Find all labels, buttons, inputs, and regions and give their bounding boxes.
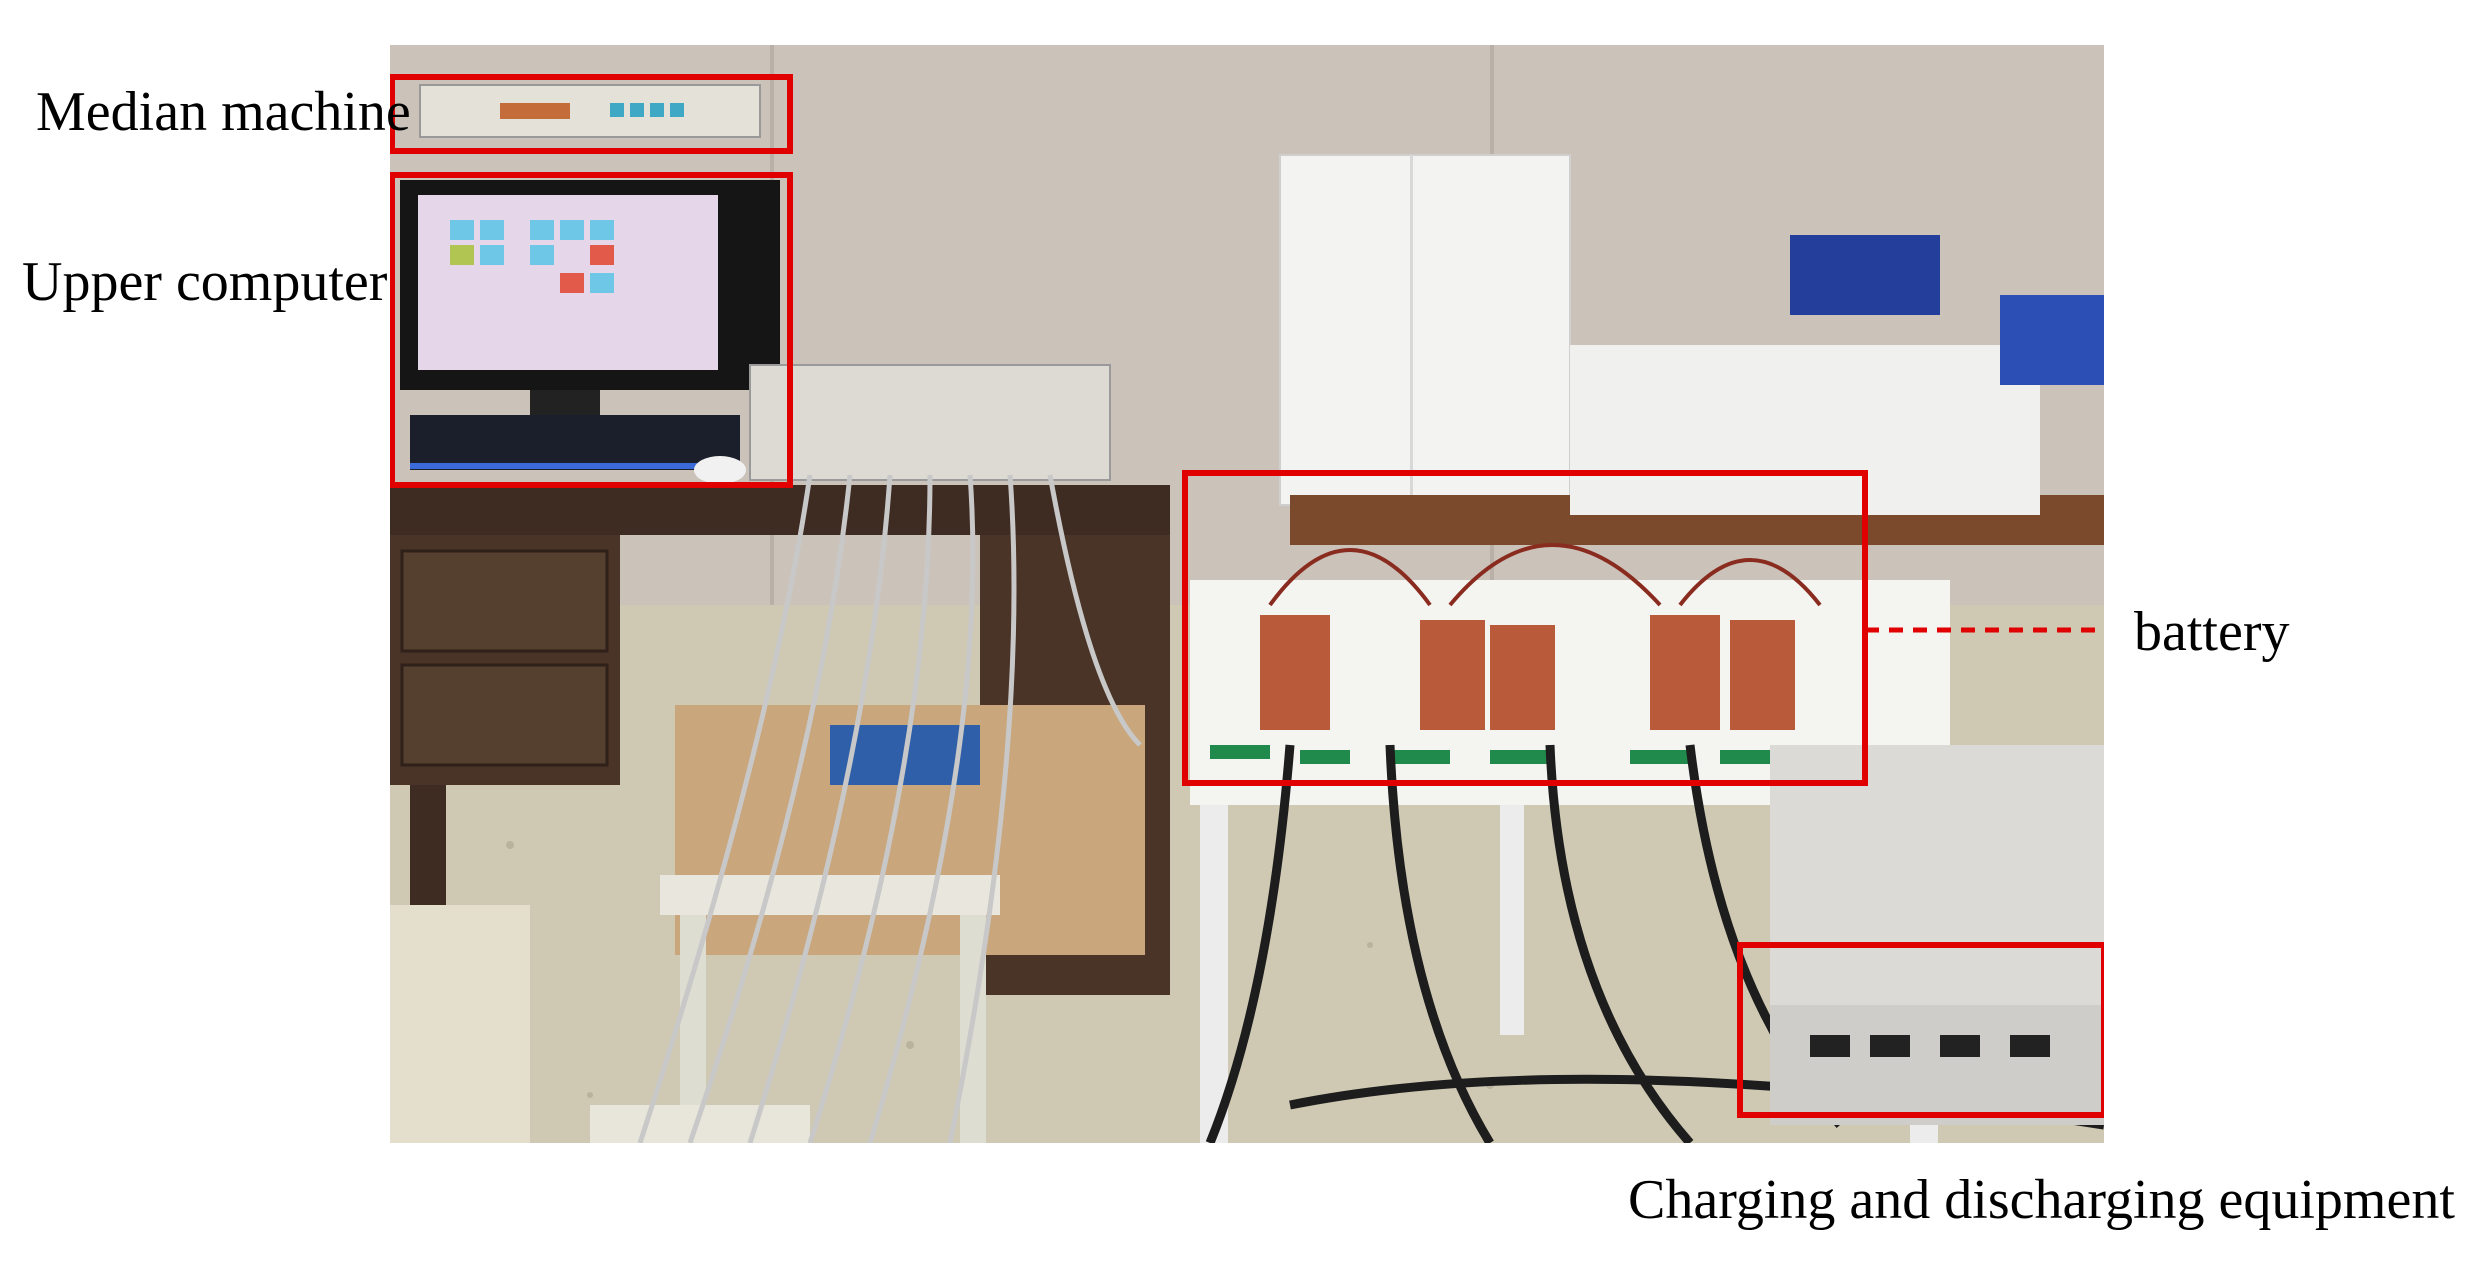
thermal-chamber xyxy=(1279,154,1571,506)
test-leads xyxy=(637,474,1142,1143)
median-machine-button xyxy=(630,103,644,117)
blue-case xyxy=(2000,295,2104,385)
desk-drawer xyxy=(400,549,609,653)
green-tape xyxy=(1210,745,1780,764)
median-machine-button xyxy=(610,103,624,117)
battery-cells xyxy=(1260,615,1795,730)
charging-channel-ports xyxy=(1810,1035,2050,1057)
channel-module xyxy=(749,364,1111,481)
battery-wires xyxy=(1268,543,1822,607)
median-machine-label: Median machine xyxy=(36,81,411,143)
desk-leg xyxy=(410,785,446,925)
chamber-door-seam xyxy=(1410,155,1413,505)
desk-drawer xyxy=(400,663,609,767)
desk-top xyxy=(390,485,1170,535)
blue-case xyxy=(1790,235,1940,315)
charging-cabinet xyxy=(1770,745,2104,1005)
median-machine-button xyxy=(670,103,684,117)
table-leg xyxy=(1200,805,1228,1143)
upper-computer-highlight-box xyxy=(390,172,793,488)
foam-wrap xyxy=(1570,345,2040,515)
mouse xyxy=(694,456,746,484)
chair xyxy=(390,905,530,1143)
median-machine-highlight-box xyxy=(390,74,793,154)
median-machine-device xyxy=(419,84,761,138)
charging-equipment-label: Charging and discharging equipment xyxy=(1628,1169,2455,1231)
keyboard xyxy=(410,415,740,470)
upper-computer-label: Upper computer xyxy=(22,251,388,313)
charging-front-panel xyxy=(1770,1005,2104,1125)
screen-tiles xyxy=(450,220,614,293)
table-leg xyxy=(1500,805,1524,1035)
median-machine-button xyxy=(650,103,664,117)
battery-label: battery xyxy=(2134,601,2290,663)
charging-equipment-highlight-box xyxy=(1737,942,2104,1118)
keyboard-backlight xyxy=(410,463,740,469)
lab-test-bench-photo xyxy=(390,45,2104,1143)
median-machine-display xyxy=(500,103,570,119)
